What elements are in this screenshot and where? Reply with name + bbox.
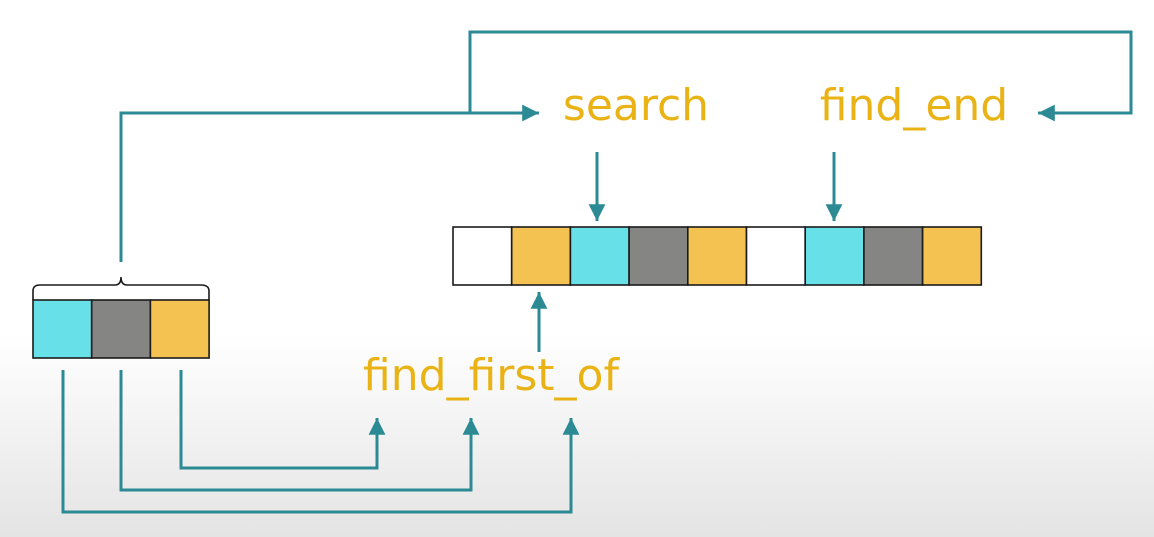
pattern-cell-1-cyan (32, 299, 93, 359)
sequence-cell-5-yellow (686, 226, 748, 286)
sequence-cell-2-yellow (510, 226, 572, 286)
sequence-cell-3-cyan (569, 226, 630, 286)
connector-pattern-cyan-to-find-first-of (61, 370, 580, 514)
pattern-array (32, 299, 210, 359)
sequence-cell-7-cyan (804, 226, 865, 286)
find-end-label: find_end (820, 80, 1008, 131)
connector-pattern-gray-to-find-first-of (119, 370, 480, 492)
search-label: search (563, 80, 709, 131)
sequence-cell-6-white (745, 226, 807, 286)
sequence-cell-1-white (452, 226, 513, 286)
sequence-cell-8-gray (863, 226, 924, 286)
sequence-cell-4-gray (628, 226, 689, 286)
find-first-of-label: find_first_of (363, 350, 620, 401)
connector-pattern-yellow-to-find-first-of (179, 370, 386, 470)
pattern-cell-3-yellow (149, 299, 210, 359)
connector-pattern-to-search (119, 104, 539, 262)
connector-loop-to-find-end (468, 30, 1133, 122)
pattern-brace (32, 276, 210, 300)
pattern-cell-2-gray (90, 299, 152, 359)
sequence-array (452, 226, 983, 286)
sequence-cell-9-yellow (921, 226, 983, 286)
